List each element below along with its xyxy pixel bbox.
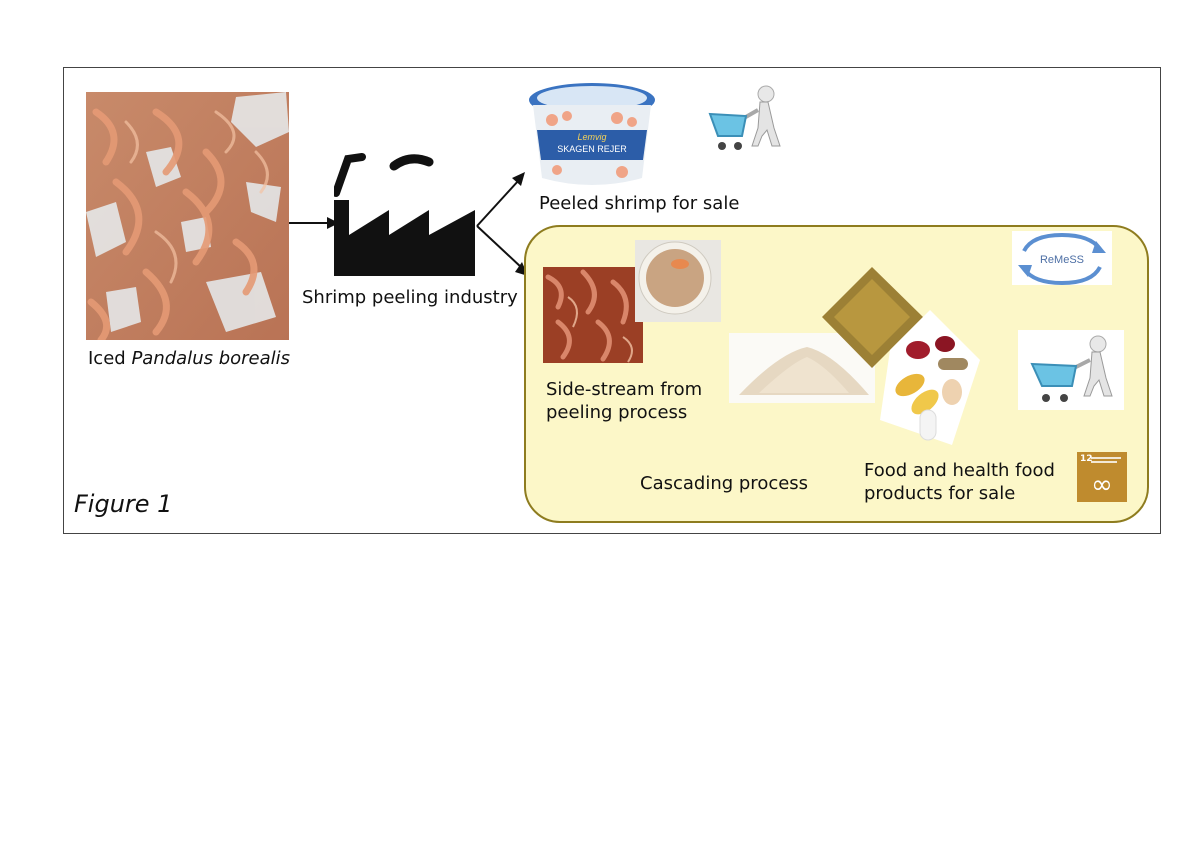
- shrimp-tub-image: Lemvig SKAGEN REJER: [527, 80, 657, 190]
- figure-label: Figure 1: [74, 490, 173, 518]
- iced-label-prefix: Iced: [88, 348, 132, 369]
- bowl-photo: [635, 240, 721, 322]
- side-stream-photo: [543, 267, 643, 363]
- iced-shrimp-label: Iced Pandalus borealis: [88, 347, 290, 370]
- capsules-photo: [880, 310, 980, 445]
- svg-text:Lemvig: Lemvig: [577, 132, 606, 142]
- species-name: Pandalus borealis: [131, 348, 291, 369]
- remess-text: ReMeSS: [1040, 254, 1084, 266]
- sdg12-badge: 12 ∞: [1077, 452, 1127, 502]
- cheese-photo: [820, 265, 925, 370]
- side-stream-label-1: Side-stream from: [546, 379, 703, 400]
- peeled-label: Peeled shrimp for sale: [539, 193, 740, 214]
- remess-logo: ReMeSS: [1012, 231, 1112, 286]
- iced-shrimp-photo: [86, 92, 289, 340]
- shopping-cart-icon: [1030, 335, 1113, 402]
- cascading-label: Cascading process: [640, 473, 809, 494]
- shopping-cart-icon: [708, 85, 781, 150]
- arrow-icon: [289, 217, 339, 229]
- tub-brand-text: SKAGEN REJER: [557, 144, 627, 154]
- infinity-icon: ∞: [1091, 470, 1113, 500]
- side-stream-label-2: peeling process: [546, 402, 688, 423]
- food-health-label-1: Food and health food: [864, 460, 1055, 481]
- cart-panel: [1018, 330, 1124, 410]
- sdg-number: 12: [1080, 454, 1093, 464]
- industry-label: Shrimp peeling industry: [302, 287, 518, 308]
- factory-icon: [334, 153, 475, 276]
- food-health-label-2: products for sale: [864, 483, 1016, 504]
